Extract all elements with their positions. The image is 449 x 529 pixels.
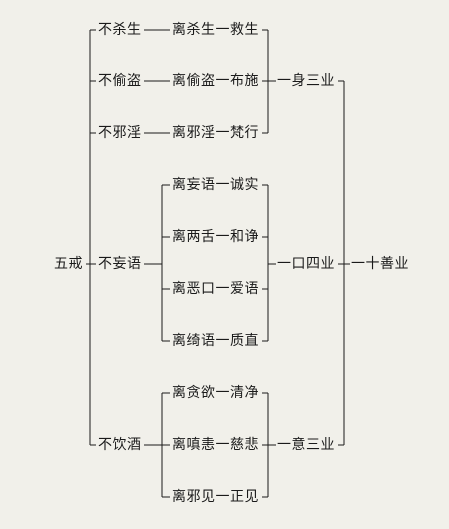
- precept-label: 不饮酒: [97, 437, 143, 453]
- karma-group-label: 一口四业: [276, 256, 336, 272]
- virtue-label: 离邪见一正见: [171, 489, 260, 505]
- virtue-label: 离妄语一诚实: [171, 177, 260, 193]
- precept-label: 不偷盗: [97, 73, 143, 89]
- precept-label: 不妄语: [97, 256, 143, 272]
- virtue-label: 离绮语一质直: [171, 333, 260, 349]
- virtue-label: 离邪淫一梵行: [171, 125, 260, 141]
- karma-group-label: 一身三业: [276, 73, 336, 89]
- precept-label: 不杀生: [97, 22, 143, 38]
- virtue-label: 离贪欲一清净: [171, 385, 260, 401]
- precept-label: 不邪淫: [97, 125, 143, 141]
- virtue-label: 离两舌一和诤: [171, 229, 260, 245]
- summary-label: 一十善业: [350, 256, 410, 272]
- virtue-label: 离恶口一爱语: [171, 281, 260, 297]
- virtue-label: 离嗔恚一慈悲: [171, 437, 260, 453]
- root-label: 五戒: [53, 256, 84, 272]
- virtue-label: 离偷盗一布施: [171, 73, 260, 89]
- virtue-label: 离杀生一救生: [171, 22, 260, 38]
- karma-group-label: 一意三业: [276, 437, 336, 453]
